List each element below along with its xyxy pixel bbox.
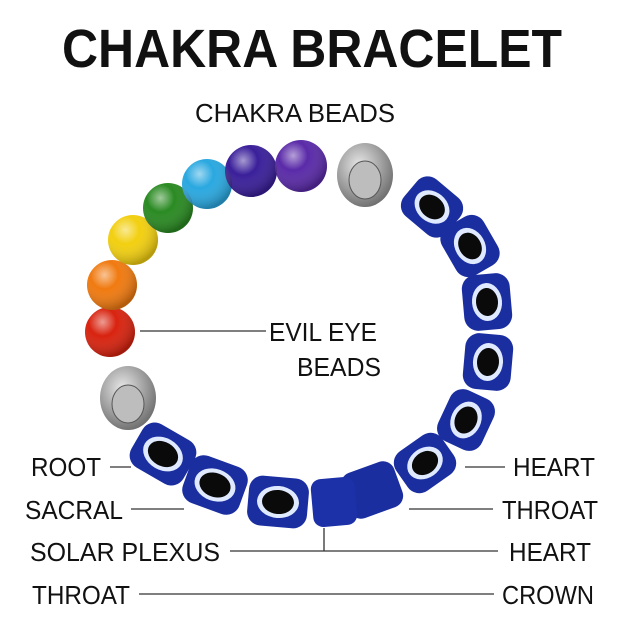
leader-lines xyxy=(110,466,505,595)
right-labels: HEART THROAT HEART CROWN xyxy=(502,452,598,610)
label-heart-2: HEART xyxy=(509,537,591,567)
label-sacral: SACRAL xyxy=(25,495,123,525)
page-title: CHAKRA BRACELET xyxy=(62,19,562,79)
chakra-beads-label: CHAKRA BEADS xyxy=(195,98,395,128)
evil-eye-label-line1: EVIL EYE xyxy=(269,317,377,347)
buddha-bead-top xyxy=(337,143,393,207)
buddha-bead-left xyxy=(100,366,156,430)
evil-eye-beads xyxy=(129,176,514,529)
chakra-beads xyxy=(85,140,327,357)
label-heart-1: HEART xyxy=(513,452,595,482)
label-throat-right: THROAT xyxy=(502,495,598,525)
label-throat-left: THROAT xyxy=(32,580,130,610)
label-solar-plexus: SOLAR PLEXUS xyxy=(30,537,220,567)
left-labels: ROOT SACRAL SOLAR PLEXUS THROAT xyxy=(25,452,220,610)
evil-eye-label-line2: BEADS xyxy=(297,352,381,382)
label-root: ROOT xyxy=(31,452,101,482)
label-crown: CROWN xyxy=(502,580,594,610)
